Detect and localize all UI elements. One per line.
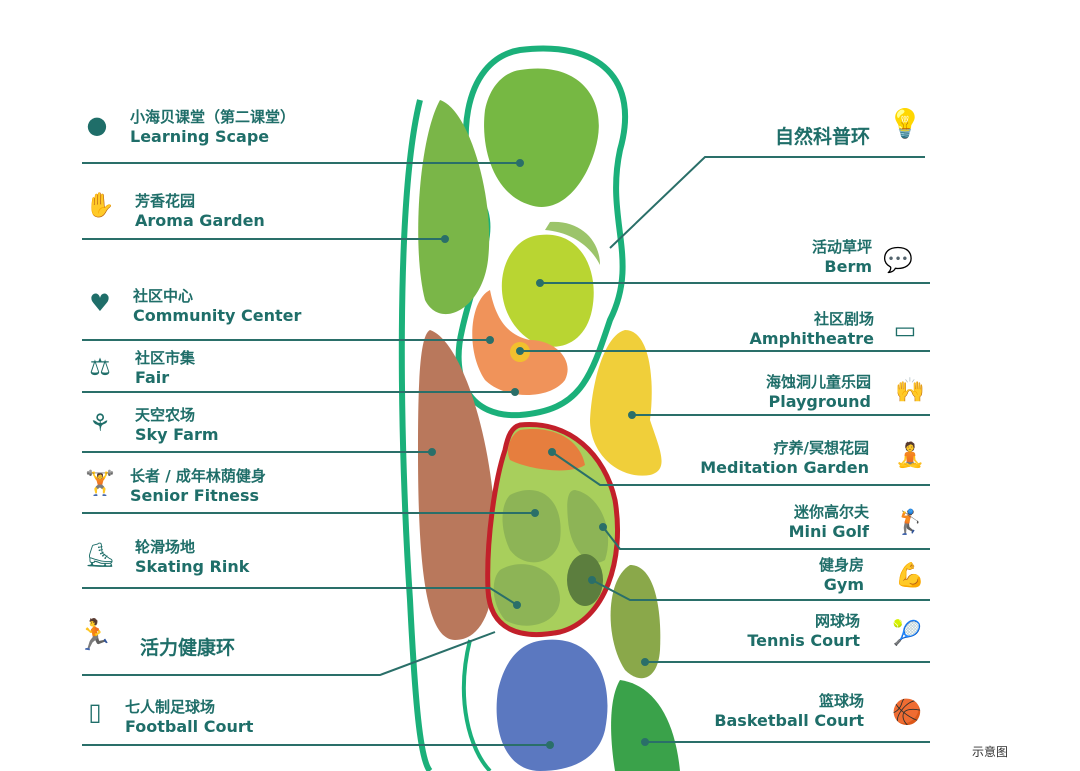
label-learning-scape: 小海贝课堂（第二课堂）Learning Scape	[130, 107, 295, 147]
lightbulb-icon: 💡	[887, 106, 923, 140]
speech-bubbles-icon: 💬	[883, 246, 913, 274]
zone-tennis-court	[610, 565, 661, 679]
heart-pulse-icon: ♥	[89, 289, 111, 317]
label-zh: 天空农场	[135, 406, 196, 424]
label-zh: 社区中心	[133, 287, 194, 305]
label-en: Sky Farm	[135, 425, 219, 444]
label-en: Amphitheatre	[749, 329, 874, 348]
zone-gym	[567, 554, 603, 606]
label-en: Aroma Garden	[135, 211, 265, 230]
zone-football-court	[496, 639, 608, 771]
zone-mini-golf	[567, 490, 609, 563]
label-en: Skating Rink	[135, 557, 250, 576]
skater-icon: ⛸	[84, 541, 116, 569]
label-en: Gym	[823, 575, 864, 594]
child-ball-icon: 🙌	[895, 376, 925, 404]
zone-learning-scape	[484, 68, 599, 207]
label-zh: 海蚀洞儿童乐园	[765, 373, 871, 391]
zone-aroma-garden	[418, 100, 490, 315]
label-en: Senior Fitness	[130, 486, 260, 505]
label-en: Tennis Court	[747, 631, 860, 650]
leader-lines	[82, 156, 930, 749]
label-zh: 网球场	[814, 612, 860, 630]
meditation-icon: 🧘	[895, 441, 925, 469]
health-ring-title: 活力健康环	[140, 637, 236, 659]
label-zh: 疗养/冥想花园	[773, 439, 869, 457]
zone-senior-fitness	[502, 490, 561, 563]
label-zh: 小海贝课堂（第二课堂）	[130, 108, 296, 126]
label-zh: 七人制足球场	[125, 698, 216, 716]
golfer-icon: 🏌	[895, 508, 925, 536]
zone-berm	[501, 234, 594, 347]
label-zh: 社区剧场	[813, 310, 874, 328]
label-zh: 芳香花园	[135, 192, 196, 210]
label-zh: 活动草坪	[811, 238, 872, 256]
tennis-racket-icon: 🎾	[892, 619, 922, 647]
nature-ring-title: 自然科普环	[775, 126, 871, 148]
label-en: Playground	[768, 392, 871, 411]
basketball-icon: 🏀	[892, 698, 922, 726]
zone-basketball-court	[611, 680, 680, 771]
zone-fair	[418, 330, 496, 640]
bicep-icon: 💪	[895, 561, 925, 589]
label-zh: 健身房	[818, 556, 864, 574]
label-zh: 迷你高尔夫	[793, 503, 869, 521]
label-zh: 篮球场	[818, 692, 864, 710]
fitness-person-icon: 🏋	[85, 469, 115, 497]
label-en: Meditation Garden	[700, 458, 869, 477]
scale-icon: ⚖	[89, 353, 111, 381]
health-ring-outline	[398, 99, 433, 771]
label-en: Mini Golf	[788, 522, 869, 541]
wheat-hands-icon: ⚘	[89, 409, 111, 437]
zone-meditation-garden	[508, 429, 585, 471]
schematic-note: 示意图	[972, 745, 1009, 759]
zone-playground	[590, 330, 662, 476]
label-en: Learning Scape	[130, 127, 270, 146]
head-icon: ●	[86, 111, 108, 139]
label-zh: 社区市集	[135, 349, 196, 367]
label-en: Basketball Court	[714, 711, 864, 730]
label-zh: 长者 / 成年林荫健身	[130, 467, 266, 485]
label-en: Fair	[135, 368, 170, 387]
label-en: Community Center	[133, 306, 302, 325]
label-en: Berm	[824, 257, 872, 276]
runner-icon: 🏃	[76, 617, 114, 653]
football-field-icon: ▯	[88, 698, 102, 726]
zone-skating-rink	[493, 564, 560, 626]
screen-audience-icon: ▭	[893, 316, 917, 344]
label-zh: 轮滑场地	[135, 538, 196, 556]
butterfly-hand-icon: ✋	[85, 191, 115, 219]
label-en: Football Court	[125, 717, 254, 736]
